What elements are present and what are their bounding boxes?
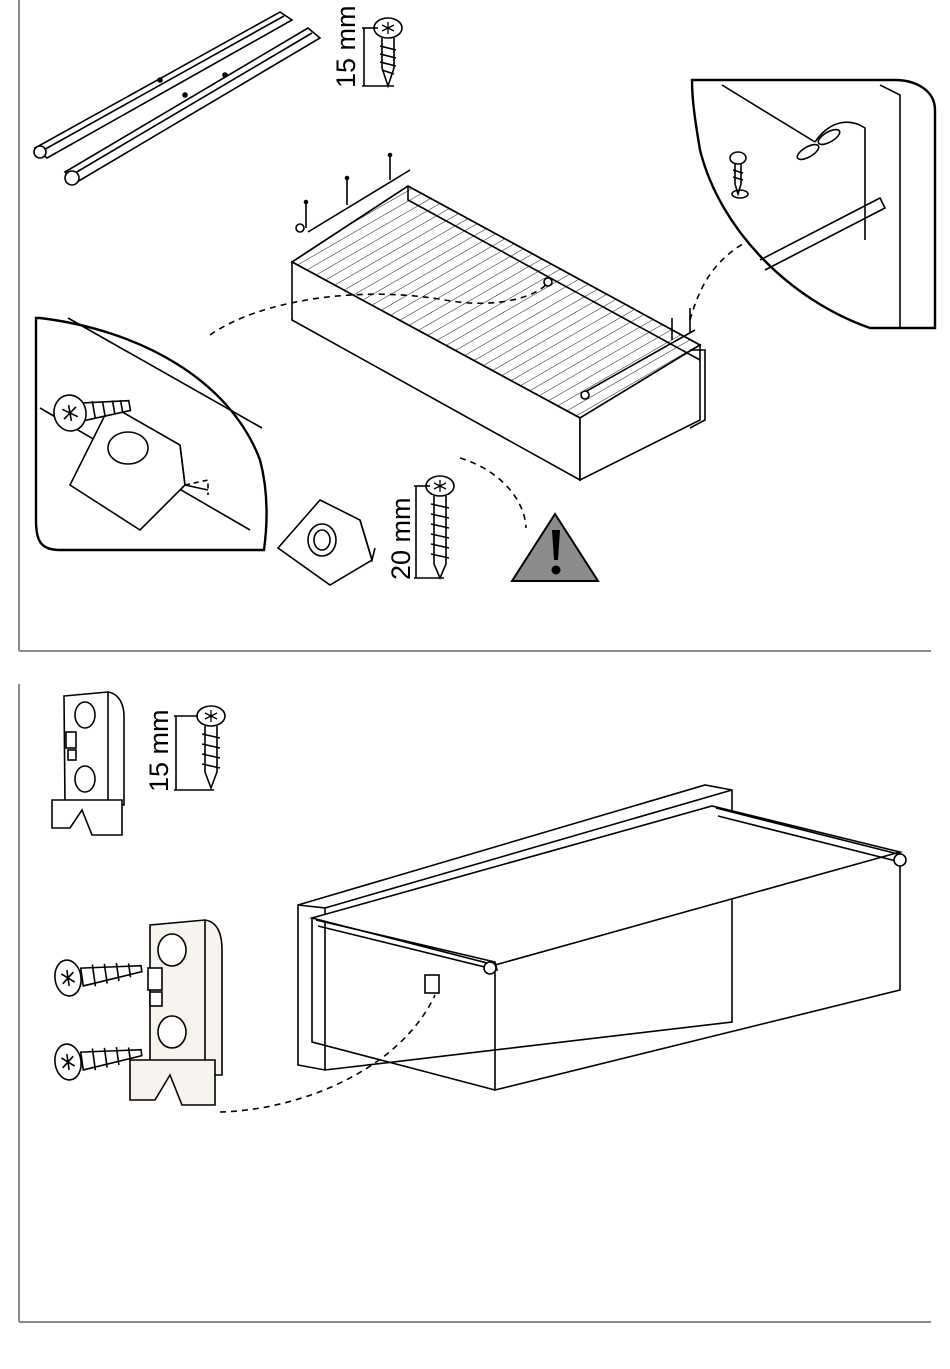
screw-length-label: 20 mm (386, 497, 416, 580)
screw-20mm (426, 476, 454, 578)
rear-clip-large (130, 920, 222, 1105)
screw-15mm (374, 18, 402, 86)
screw-length-label: 15 mm (331, 5, 361, 88)
detail-magnifier-left (36, 318, 267, 550)
detail-magnifier-right (692, 80, 935, 328)
drawer-runners-illustration (34, 12, 320, 185)
corner-bracket-part (278, 500, 375, 585)
panel-step-1 (19, 0, 935, 651)
screw-icon (53, 950, 144, 998)
drawer-box (292, 154, 705, 481)
screw-15mm (197, 706, 225, 788)
drawer-assembled (298, 785, 906, 1090)
screw-length-label: 15 mm (144, 709, 174, 792)
warning-triangle-icon (512, 514, 598, 581)
rear-clip-small (52, 692, 124, 835)
